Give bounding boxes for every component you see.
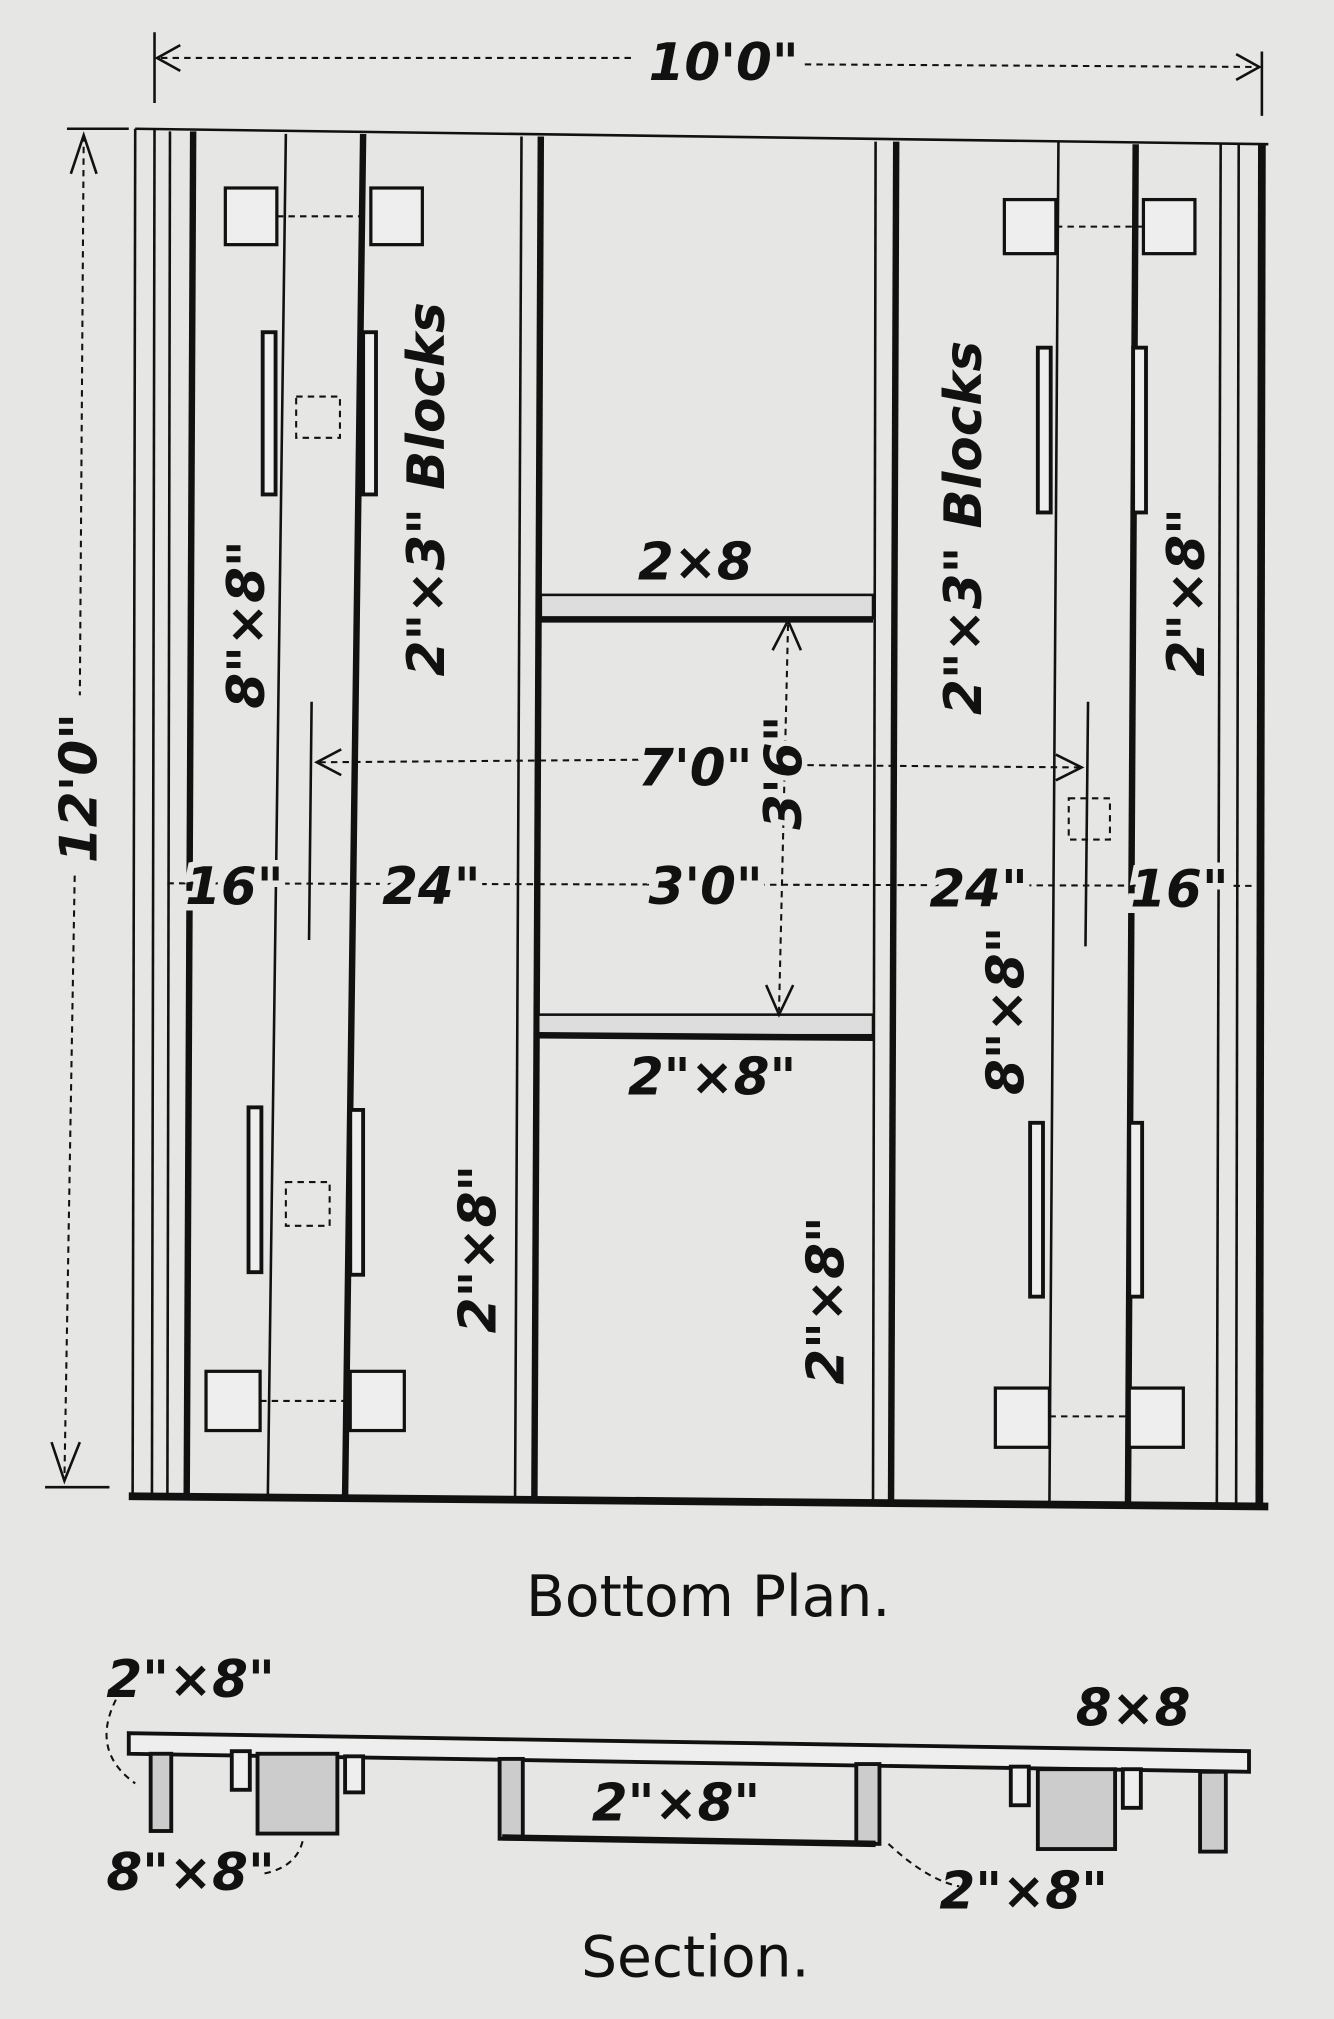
overall-length-label: 12'0" — [50, 713, 110, 863]
sill-spacing-label: 7'0" — [638, 738, 752, 798]
center-joist-label: 2"×8" — [796, 1216, 856, 1384]
section-label-bottom-right: 2"×8" — [939, 1861, 1107, 1921]
overall-length-dimension: 12'0" — [45, 127, 129, 1489]
spacing-label: 24" — [382, 857, 481, 917]
left-joist-label: 2"×8" — [449, 1165, 509, 1333]
spacing-label: 24" — [929, 859, 1027, 919]
plan-title: Bottom Plan. — [526, 1564, 890, 1630]
corner-plates — [204, 186, 1197, 1449]
spacing-label: 16" — [1130, 859, 1229, 919]
section-label-center: 2"×8" — [592, 1774, 760, 1834]
section-title: Section. — [581, 1925, 809, 1991]
spacing-label: 16" — [185, 857, 284, 917]
section-label-top-right: 8×8 — [1076, 1678, 1191, 1738]
cross-piece-bottom-label: 2"×8" — [628, 1047, 796, 1107]
plan-frame — [128, 127, 1269, 1511]
right-sill-label: 8"×8" — [977, 927, 1037, 1095]
left-sill-label: 8"×8" — [217, 540, 277, 708]
spacing-label: 3'0" — [648, 857, 762, 917]
section-drawing — [105, 1699, 1251, 1888]
cross-spacing-label: 3'6" — [754, 715, 814, 829]
internal-dimensions — [167, 617, 1256, 1018]
right-blocks-label: 2"×3" Blocks — [934, 341, 994, 715]
cross-piece-top-label: 2×8 — [638, 532, 753, 592]
blocks — [246, 330, 1148, 1299]
section-label-bottom-left: 8"×8" — [106, 1843, 274, 1903]
center-cross-pieces — [536, 593, 875, 1042]
right-edge-label: 2"×8" — [1157, 508, 1217, 676]
section-label-top-left: 2"×8" — [106, 1650, 274, 1710]
left-blocks-label: 2"×3" Blocks — [397, 302, 457, 676]
overall-width-dimension: 10'0" — [153, 32, 1264, 116]
overall-width-label: 10'0" — [649, 33, 799, 93]
